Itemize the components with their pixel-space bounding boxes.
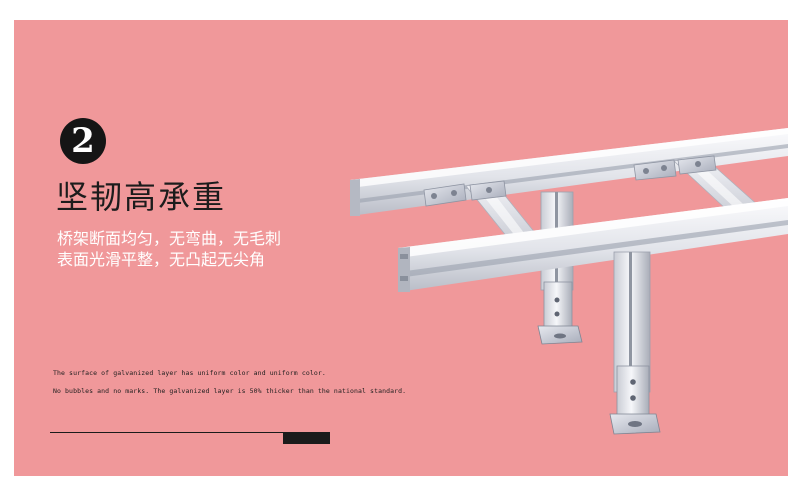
back-support [537, 191, 583, 345]
english-caption-line-2: No bubbles and no marks. The galvanized … [53, 387, 407, 395]
step-number-badge: 2 [60, 118, 106, 164]
feature-banner: 2 坚韧高承重 桥架断面均匀，无弯曲，无毛刺 表面光滑平整，无凸起无尖角 The… [14, 20, 788, 476]
description-line-1: 桥架断面均匀，无弯曲，无毛刺 [57, 229, 282, 248]
english-caption-line-1: The surface of galvanized layer has unif… [53, 369, 326, 377]
rail-brackets [423, 155, 717, 207]
description-line-2: 表面光滑平整，无凸起无尖角 [57, 250, 266, 269]
front-support [609, 251, 661, 435]
cable-tray-illustration [350, 128, 788, 435]
divider-accent-block [283, 433, 330, 444]
front-rail [398, 198, 788, 292]
feature-description: 桥架断面均匀，无弯曲，无毛刺 表面光滑平整，无凸起无尖角 [57, 228, 281, 270]
divider-line [50, 432, 330, 433]
feature-heading: 坚韧高承重 [56, 178, 227, 216]
